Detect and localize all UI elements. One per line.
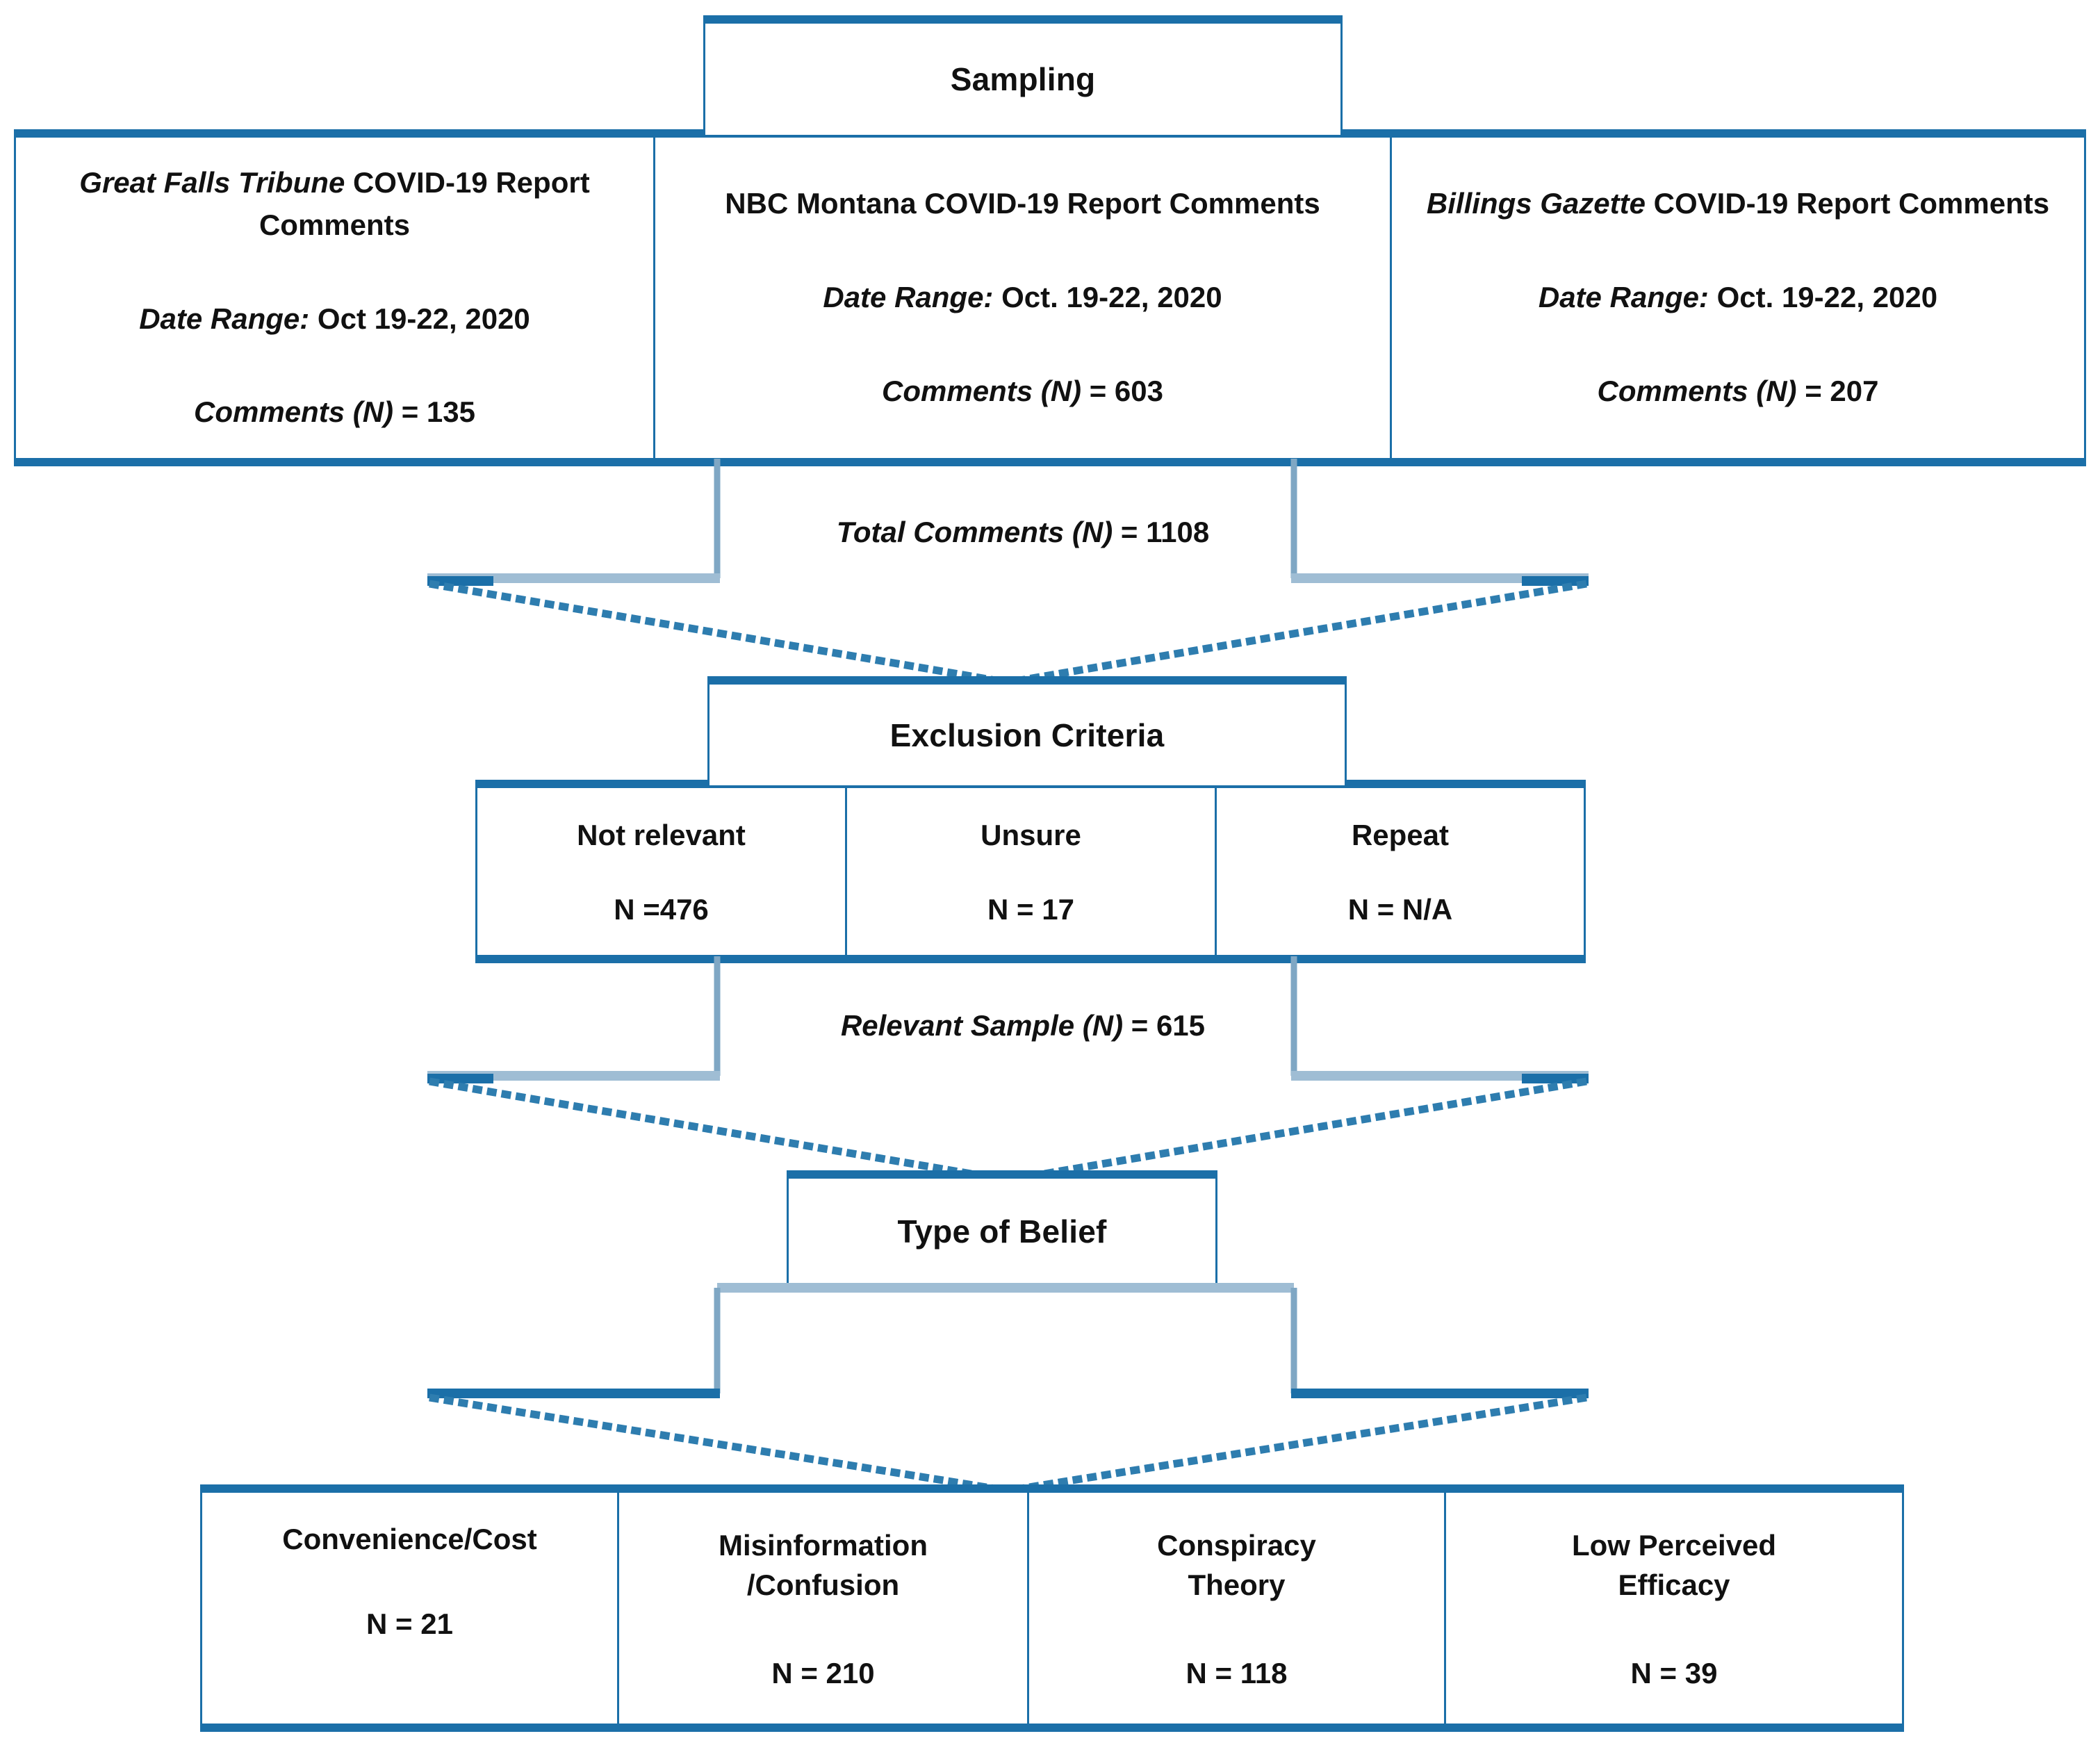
date-value: Oct 19-22, 2020 <box>309 302 530 335</box>
exclusion-count: N = N/A <box>1347 893 1453 926</box>
source-date-range: Date Range: Oct. 19-22, 2020 <box>1539 277 1937 319</box>
belief-label: Convenience/Cost <box>282 1520 536 1559</box>
funnel-arrow-relevant <box>417 956 1598 1186</box>
exclusion-cell-not-relevant: Not relevant N =476 <box>477 788 847 955</box>
source-date-range: Date Range: Oct. 19-22, 2020 <box>823 277 1222 319</box>
source-outlet-name: NBC Montana <box>725 187 917 220</box>
date-label: Date Range: <box>823 281 994 314</box>
total-comments-value: = 1108 <box>1113 516 1210 548</box>
sampling-header-box: Sampling <box>703 15 1343 137</box>
belief-label: Conspiracy Theory <box>1157 1526 1316 1605</box>
source-outlet-name: Great Falls Tribune <box>79 165 345 199</box>
source-comment-count: Comments (N) = 207 <box>1598 370 1879 413</box>
exclusion-cell-unsure: Unsure N = 17 <box>847 788 1217 955</box>
source-comment-count: Comments (N) = 135 <box>194 391 475 434</box>
source-title: Billings Gazette COVID-19 Report Comment… <box>1427 183 2049 225</box>
belief-label-line2: /Confusion <box>746 1569 900 1601</box>
source-box-nbc-montana: NBC Montana COVID-19 Report Comments Dat… <box>655 138 1392 458</box>
exclusion-label: Not relevant <box>577 818 746 851</box>
exclusion-count: N =476 <box>614 893 709 926</box>
source-date-range: Date Range: Oct 19-22, 2020 <box>139 298 530 341</box>
relevant-sample-value: = 615 <box>1123 1009 1206 1042</box>
funnel-arrow-belief <box>417 1282 1598 1495</box>
belief-count: N = 21 <box>366 1607 453 1641</box>
type-of-belief-title: Type of Belief <box>897 1213 1107 1250</box>
page-title: Sampling <box>950 61 1096 97</box>
source-title: Great Falls Tribune COVID-19 Report Comm… <box>34 162 635 247</box>
funnel-arrow-total <box>417 459 1598 688</box>
belief-count: N = 210 <box>771 1656 875 1689</box>
source-title-rest: COVID-19 Report Comments <box>259 165 590 241</box>
source-comment-count: Comments (N) = 603 <box>882 370 1163 413</box>
exclusion-cell-repeat: Repeat N = N/A <box>1217 788 1584 955</box>
belief-label-line1: Low Perceived <box>1571 1529 1777 1562</box>
date-label: Date Range: <box>139 302 310 335</box>
exclusion-label: Repeat <box>1351 818 1450 851</box>
relevant-sample-label-text: Relevant Sample (N) <box>840 1009 1124 1042</box>
source-title: NBC Montana COVID-19 Report Comments <box>725 183 1320 225</box>
belief-cell-misinformation-confusion: Misinformation /Confusion N = 210 <box>619 1493 1029 1724</box>
count-value: = 207 <box>1796 374 1879 407</box>
sampling-sources-row: Great Falls Tribune COVID-19 Report Comm… <box>14 129 2086 466</box>
exclusion-criteria-header-box: Exclusion Criteria <box>707 676 1347 787</box>
exclusion-criteria-row: Not relevant N =476 Unsure N = 17 Repeat… <box>475 780 1586 963</box>
date-value: Oct. 19-22, 2020 <box>1708 281 1938 314</box>
belief-label-line1: Convenience/Cost <box>282 1522 537 1555</box>
belief-label-line2: Theory <box>1188 1569 1286 1601</box>
source-box-great-falls: Great Falls Tribune COVID-19 Report Comm… <box>16 138 655 458</box>
exclusion-count: N = 17 <box>987 893 1074 926</box>
date-label: Date Range: <box>1538 281 1709 314</box>
belief-label: Low Perceived Efficacy <box>1572 1526 1776 1605</box>
source-box-billings-gazette: Billings Gazette COVID-19 Report Comment… <box>1392 138 2084 458</box>
count-label: Comments (N) <box>1597 374 1797 407</box>
source-title-rest: COVID-19 Report Comments <box>916 187 1320 220</box>
belief-label: Misinformation /Confusion <box>719 1526 928 1605</box>
count-value: = 603 <box>1081 374 1163 407</box>
total-comments-label: Total Comments (N) = 1108 <box>703 516 1343 549</box>
belief-label-line1: Conspiracy <box>1157 1529 1316 1562</box>
count-label: Comments (N) <box>882 374 1082 407</box>
belief-count: N = 118 <box>1186 1656 1288 1689</box>
relevant-sample-label: Relevant Sample (N) = 615 <box>703 1009 1343 1042</box>
belief-cell-convenience-cost: Convenience/Cost N = 21 <box>202 1493 619 1724</box>
belief-count: N = 39 <box>1630 1656 1718 1689</box>
belief-label-line1: Misinformation <box>719 1529 928 1562</box>
belief-types-row: Convenience/Cost N = 21 Misinformation /… <box>200 1484 1904 1732</box>
count-value: = 135 <box>393 395 475 429</box>
exclusion-criteria-title: Exclusion Criteria <box>889 717 1165 753</box>
belief-cell-low-perceived-efficacy: Low Perceived Efficacy N = 39 <box>1446 1493 1902 1724</box>
count-label: Comments (N) <box>194 395 394 429</box>
source-outlet-name: Billings Gazette <box>1426 187 1646 220</box>
exclusion-label: Unsure <box>981 818 1081 851</box>
date-value: Oct. 19-22, 2020 <box>993 281 1222 314</box>
total-comments-label-text: Total Comments (N) <box>836 516 1113 548</box>
belief-cell-conspiracy-theory: Conspiracy Theory N = 118 <box>1029 1493 1446 1724</box>
type-of-belief-header-box: Type of Belief <box>787 1170 1217 1292</box>
belief-label-line2: Efficacy <box>1618 1569 1730 1601</box>
source-title-rest: COVID-19 Report Comments <box>1645 187 2050 220</box>
